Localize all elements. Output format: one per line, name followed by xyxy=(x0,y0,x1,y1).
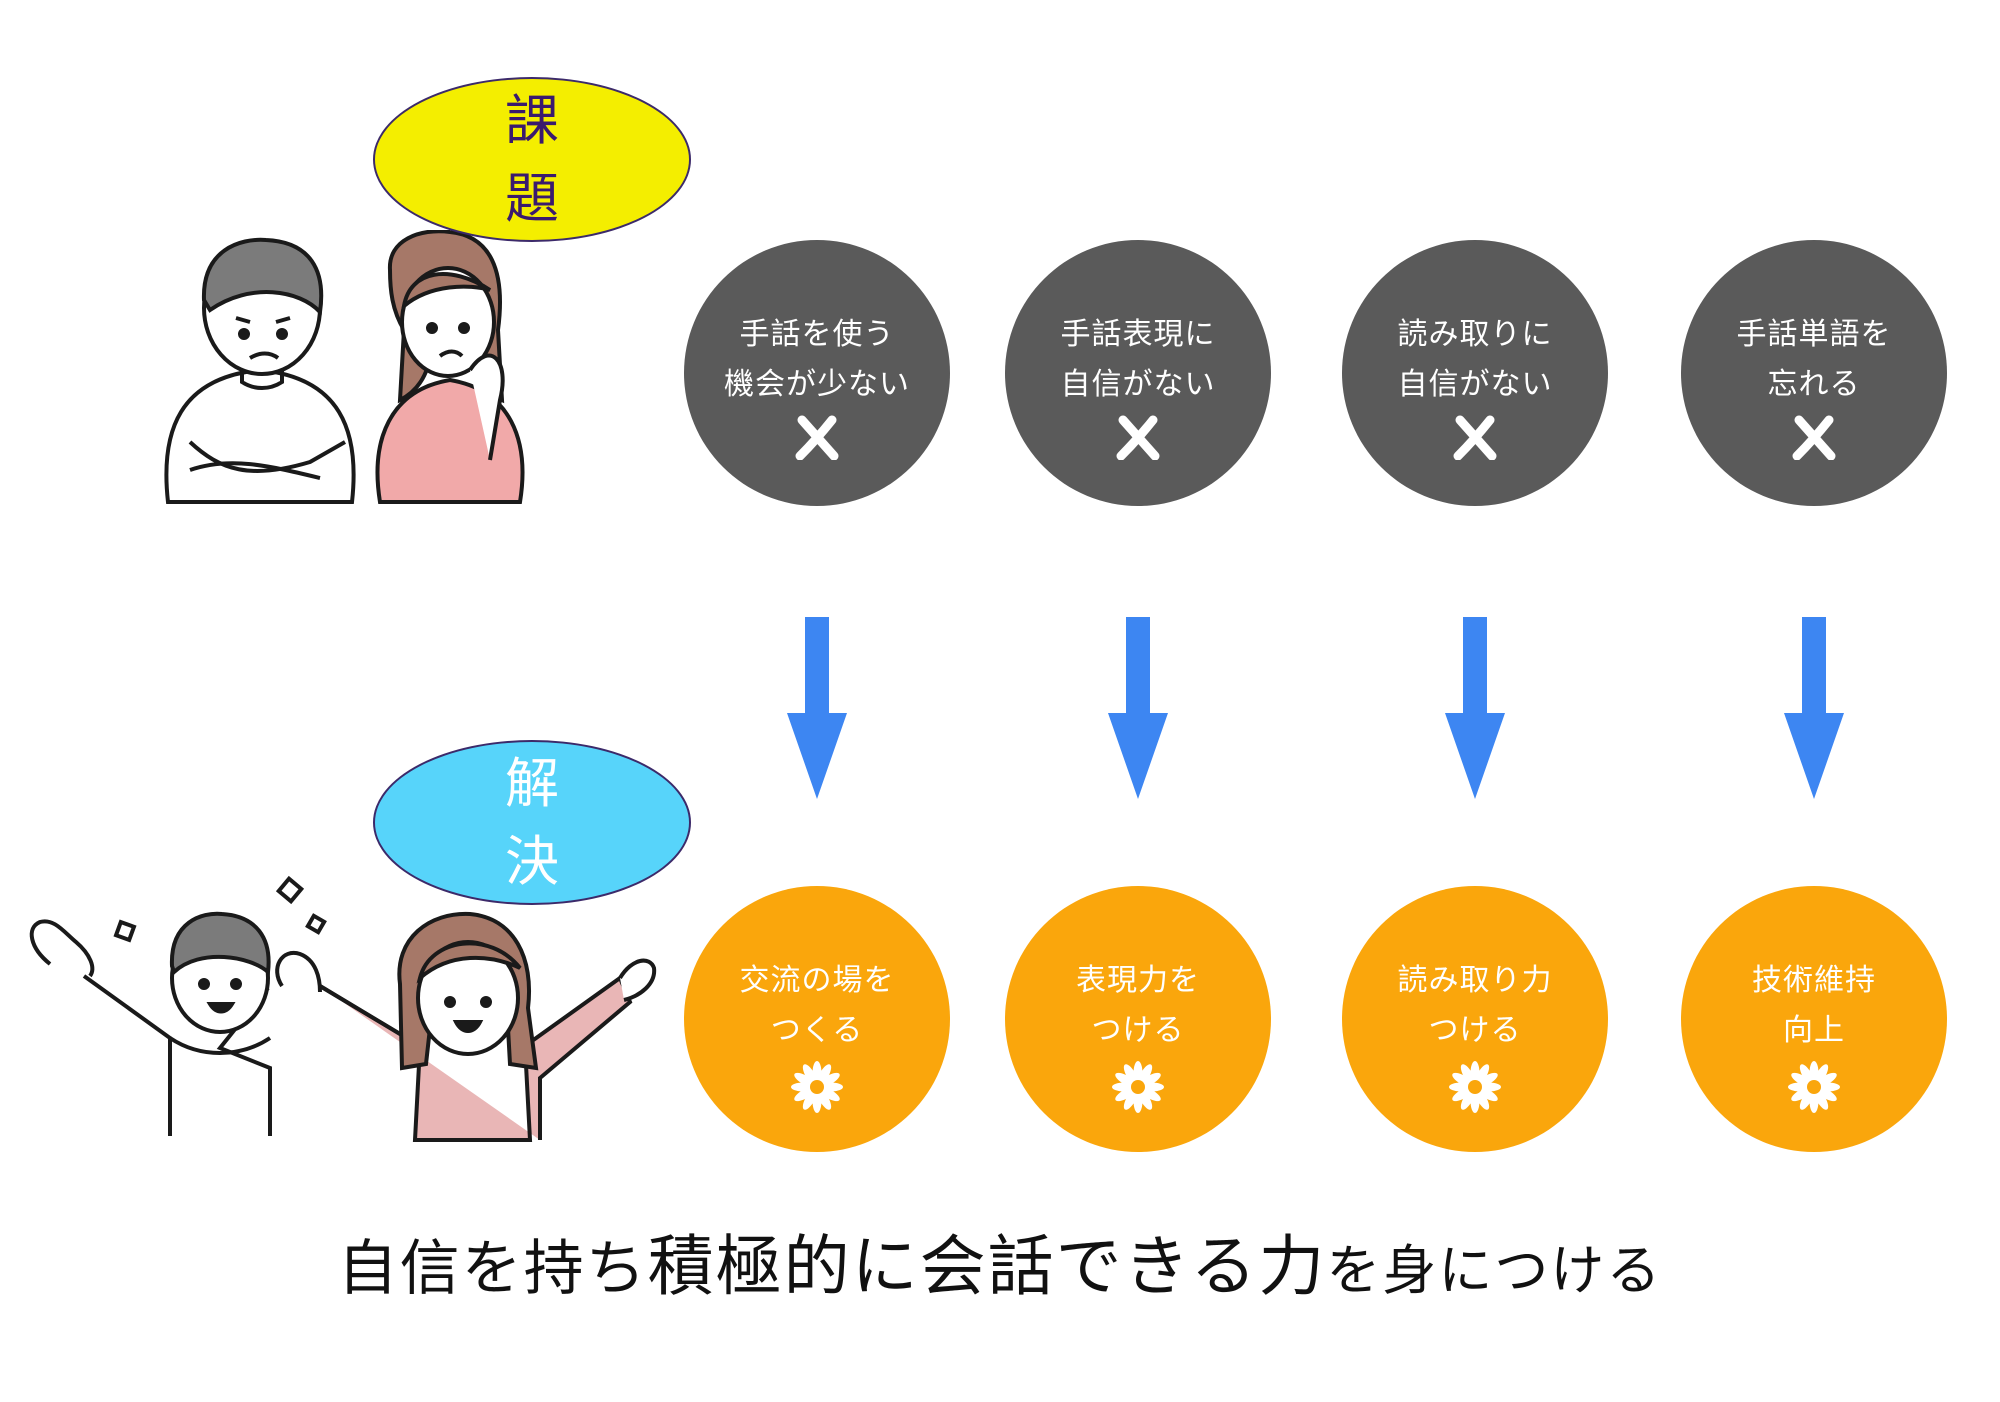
problem-text-line: 機会が少ない xyxy=(724,367,910,402)
goal-text-part: を身につける xyxy=(1326,1239,1663,1302)
cross-mark-icon xyxy=(1116,415,1160,460)
solution-text-line: 交流の場を xyxy=(739,963,895,998)
down-arrow-icon xyxy=(1445,617,1505,799)
solution-text-line: 向上 xyxy=(1783,1013,1845,1048)
solution-circle-3: 読み取り力 つける xyxy=(1342,886,1608,1152)
solution-circle-2: 表現力を つける xyxy=(1005,886,1271,1152)
goal-text-part: 自信を持ち xyxy=(337,1234,648,1304)
solution-circle-4: 技術維持 向上 xyxy=(1681,886,1947,1152)
worried-woman-figure xyxy=(375,230,525,504)
solution-label-char: 解 xyxy=(505,751,559,815)
solution-text-line: つける xyxy=(1091,1013,1185,1048)
problem-text-line: 読み取りに xyxy=(1397,317,1553,352)
solution-label-ellipse: 解 決 xyxy=(373,740,691,905)
problem-text-line: 忘れる xyxy=(1767,367,1861,402)
flower-icon xyxy=(1112,1061,1164,1113)
down-arrow-icon xyxy=(787,617,847,799)
flower-icon xyxy=(1788,1061,1840,1113)
problem-label-ellipse: 課 題 xyxy=(373,77,691,242)
cross-mark-icon xyxy=(1792,415,1836,460)
down-arrow-icon xyxy=(1108,617,1168,799)
problem-text-line: 手話を使う xyxy=(739,317,895,352)
cross-mark-icon xyxy=(795,415,839,460)
problem-label-char: 題 xyxy=(505,166,559,230)
flower-icon xyxy=(791,1061,843,1113)
happy-woman-figure xyxy=(275,911,657,1142)
solution-text-line: つくる xyxy=(770,1013,864,1048)
solution-text-line: 表現力を xyxy=(1076,963,1200,998)
flower-icon xyxy=(1449,1061,1501,1113)
goal-text-emphasis: 積極的に会話できる力 xyxy=(647,1228,1327,1305)
solution-circle-1: 交流の場を つくる xyxy=(684,886,950,1152)
solution-text-line: 技術維持 xyxy=(1752,963,1876,998)
goal-statement: 自信を持ち積極的に会話できる力を身につける xyxy=(0,1222,2000,1316)
problem-text-line: 自信がない xyxy=(1397,367,1553,402)
solution-text-line: 読み取り力 xyxy=(1397,963,1553,998)
solution-text-line: つける xyxy=(1428,1013,1522,1048)
problem-label-char: 課 xyxy=(505,88,559,152)
solution-label-char: 決 xyxy=(505,829,559,893)
problem-text-line: 自信がない xyxy=(1060,367,1216,402)
worried-people-illustration xyxy=(164,230,525,504)
worried-man-figure xyxy=(164,237,356,504)
problem-circle-3: 読み取りに 自信がない xyxy=(1342,240,1608,506)
happy-people-illustration xyxy=(29,875,657,1142)
happy-boy-figure xyxy=(29,911,272,1136)
down-arrow-icon xyxy=(1784,617,1844,799)
cross-mark-icon xyxy=(1453,415,1497,460)
problem-circle-2: 手話表現に 自信がない xyxy=(1005,240,1271,506)
problem-text-line: 手話単語を xyxy=(1736,317,1892,352)
problem-circle-4: 手話単語を 忘れる xyxy=(1681,240,1947,506)
problem-text-line: 手話表現に xyxy=(1060,317,1216,352)
problem-circle-1: 手話を使う 機会が少ない xyxy=(684,240,950,506)
